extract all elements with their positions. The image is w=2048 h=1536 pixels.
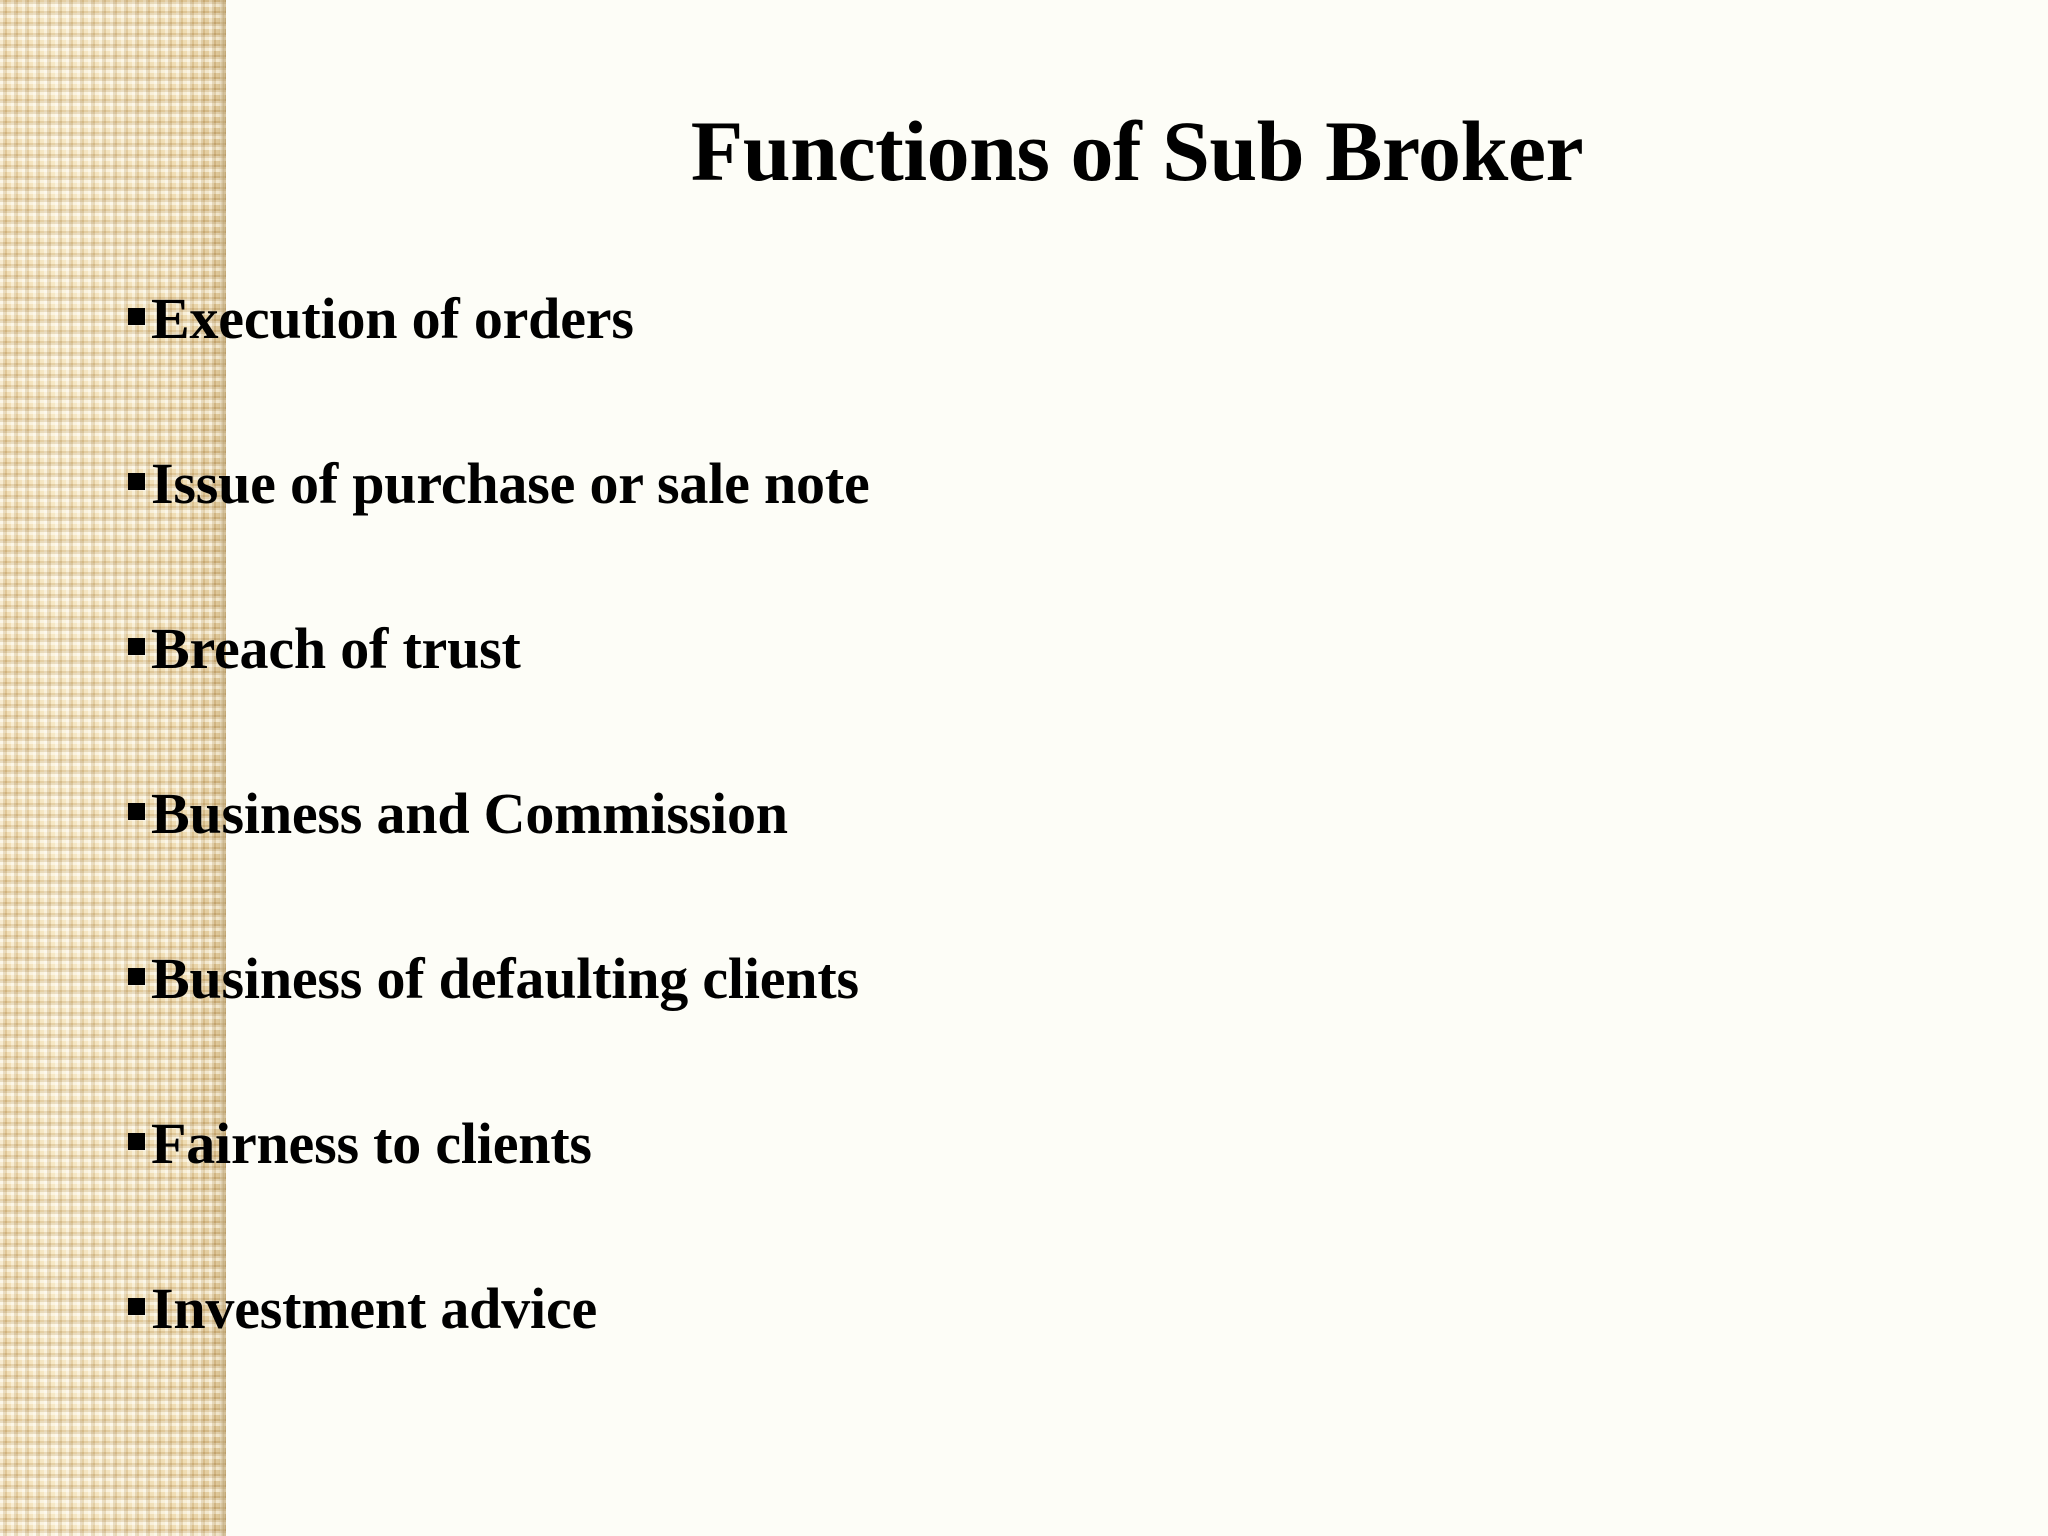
list-item: Business of defaulting clients <box>128 950 1988 1115</box>
list-item-label: Issue of purchase or sale note <box>151 451 870 516</box>
list-item-label: Investment advice <box>151 1276 598 1341</box>
list-item-label: Execution of orders <box>151 286 634 351</box>
list-item-label: Business of defaulting clients <box>151 946 859 1011</box>
square-bullet-icon <box>128 1133 145 1150</box>
square-bullet-icon <box>128 473 145 490</box>
slide-title: Functions of Sub Broker <box>690 102 1584 199</box>
list-item: Issue of purchase or sale note <box>128 455 1988 620</box>
list-item-label: Breach of trust <box>151 616 521 681</box>
list-item: Investment advice <box>128 1280 1988 1445</box>
square-bullet-icon <box>128 638 145 655</box>
bullet-list: Execution of orders Issue of purchase or… <box>128 290 1988 1445</box>
list-item: Business and Commission <box>128 785 1988 950</box>
square-bullet-icon <box>128 308 145 325</box>
list-item-label: Business and Commission <box>151 781 788 846</box>
square-bullet-icon <box>128 1298 145 1315</box>
list-item: Execution of orders <box>128 290 1988 455</box>
list-item-label: Fairness to clients <box>151 1111 592 1176</box>
list-item: Fairness to clients <box>128 1115 1988 1280</box>
square-bullet-icon <box>128 803 145 820</box>
square-bullet-icon <box>128 968 145 985</box>
side-band-edge-shadow <box>219 0 226 1536</box>
list-item: Breach of trust <box>128 620 1988 785</box>
decorative-side-band <box>0 0 226 1536</box>
